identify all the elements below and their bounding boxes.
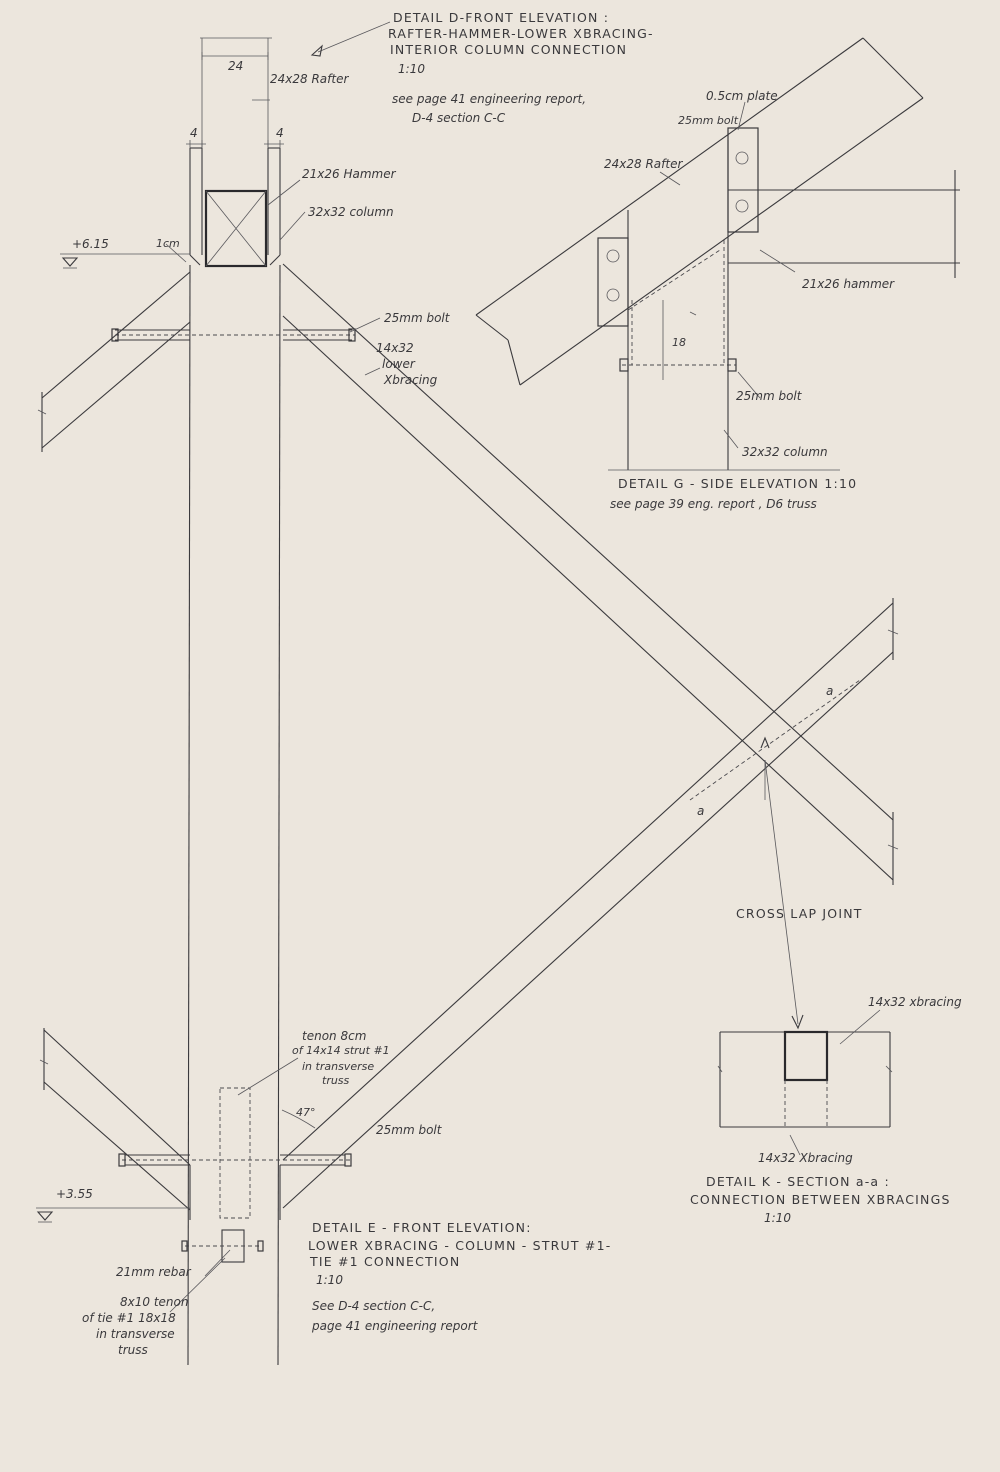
detail-e-note-2: page 41 engineering report bbox=[311, 1319, 479, 1333]
bolt-lower bbox=[118, 1153, 352, 1167]
section-mark-a-upper: a bbox=[826, 684, 833, 698]
column-main bbox=[187, 264, 281, 1366]
detail-d-dim-width: 24 bbox=[228, 59, 243, 73]
detail-e-tenon-4: truss bbox=[322, 1074, 350, 1087]
detail-e-tie-3: in transverse bbox=[96, 1327, 175, 1341]
detail-k bbox=[717, 759, 893, 1156]
detail-k-title-1: DETAIL K - SECTION a-a : bbox=[706, 1174, 890, 1189]
detail-e-tenon-2: of 14x14 strut #1 bbox=[292, 1044, 390, 1057]
detail-d-title-1: DETAIL D-FRONT ELEVATION : bbox=[393, 10, 609, 25]
xbracing-ascending bbox=[282, 598, 899, 1209]
angle-arc bbox=[281, 1109, 316, 1129]
detail-d-hammer-label: 21x26 Hammer bbox=[302, 167, 397, 181]
detail-g bbox=[475, 37, 960, 471]
detail-d-note-2: D-4 section C-C bbox=[412, 111, 506, 125]
leader-lines-d bbox=[165, 21, 391, 376]
detail-e-bolt-label: 25mm bolt bbox=[376, 1123, 443, 1137]
detail-e-title-1: DETAIL E - FRONT ELEVATION: bbox=[312, 1220, 532, 1235]
detail-d-title-2: RAFTER-HAMMER-LOWER XBRACING- bbox=[388, 26, 654, 41]
level-marker-upper bbox=[60, 253, 190, 269]
detail-d-scale: 1:10 bbox=[398, 62, 425, 76]
tie-tenon bbox=[181, 1229, 264, 1263]
level-marker-lower bbox=[36, 1207, 190, 1223]
xbracing-right-upper bbox=[282, 263, 894, 881]
detail-g-note: see page 39 eng. report , D6 truss bbox=[610, 497, 817, 511]
detail-g-rafter-label: 24x28 Rafter bbox=[604, 157, 683, 171]
detail-g-hammer-label: 21x26 hammer bbox=[802, 277, 895, 291]
detail-k-bottom-label: 14x32 Xbracing bbox=[758, 1151, 853, 1165]
detail-e-tie-4: truss bbox=[118, 1343, 148, 1357]
detail-d-rafter-label: 24x28 Rafter bbox=[270, 72, 349, 86]
detail-e-tenon-1: tenon 8cm bbox=[302, 1029, 366, 1043]
detail-d-note-1: see page 41 engineering report, bbox=[392, 92, 586, 106]
hammer-section bbox=[204, 189, 268, 268]
detail-d-column-label: 32x32 column bbox=[308, 205, 394, 219]
detail-d-bracing-label-3: Xbracing bbox=[383, 373, 438, 387]
detail-d-dim-left: 4 bbox=[190, 126, 198, 140]
section-mark-a-lower: a bbox=[697, 804, 704, 818]
detail-d-title-3: INTERIOR COLUMN CONNECTION bbox=[390, 42, 627, 57]
detail-k-title-2: CONNECTION BETWEEN XBRACINGS bbox=[690, 1192, 951, 1207]
detail-d-bracing-label-1: 14x32 bbox=[376, 341, 414, 355]
detail-e-level-label: +3.55 bbox=[56, 1187, 93, 1201]
detail-g-bolt-top-label: 25mm bolt bbox=[678, 114, 739, 127]
detail-d-bracing-label-2: lower bbox=[382, 357, 416, 371]
detail-g-bolt-bottom-label: 25mm bolt bbox=[736, 389, 803, 403]
detail-e-angle: 47° bbox=[296, 1106, 316, 1119]
detail-g-column-label: 32x32 column bbox=[742, 445, 828, 459]
detail-d-bolt-label: 25mm bolt bbox=[384, 311, 451, 325]
detail-d-gap-label: 1cm bbox=[156, 237, 180, 250]
column-head bbox=[186, 140, 284, 266]
detail-k-scale: 1:10 bbox=[764, 1211, 791, 1225]
detail-d-level-label: +6.15 bbox=[72, 237, 109, 251]
section-marks bbox=[689, 679, 861, 801]
bolt-upper bbox=[111, 328, 356, 342]
detail-e-title-3: TIE #1 CONNECTION bbox=[309, 1254, 460, 1269]
strut-tenon bbox=[219, 1087, 251, 1219]
xbracing-left-upper bbox=[37, 271, 191, 452]
leader-lines-e bbox=[169, 1057, 299, 1313]
rafter-top bbox=[200, 37, 272, 150]
xbracing-left-lower bbox=[39, 1028, 345, 1220]
detail-e-note-1: See D-4 section C-C, bbox=[312, 1299, 435, 1313]
detail-e-tie-2: of tie #1 18x18 bbox=[82, 1311, 176, 1325]
detail-e-scale: 1:10 bbox=[316, 1273, 343, 1287]
detail-g-plate-label: 0.5cm plate bbox=[706, 89, 778, 103]
detail-e-tie-1: 8x10 tenon bbox=[120, 1295, 188, 1309]
detail-e-title-2: LOWER XBRACING - COLUMN - STRUT #1- bbox=[308, 1238, 611, 1253]
detail-d-dim-right: 4 bbox=[276, 126, 284, 140]
cross-lap-label: CROSS LAP JOINT bbox=[736, 906, 863, 921]
detail-g-dim-label: 18 bbox=[672, 336, 686, 349]
detail-e-tenon-3: in transverse bbox=[302, 1060, 374, 1073]
detail-e-rebar-label: 21mm rebar bbox=[116, 1265, 192, 1279]
detail-k-top-label: 14x32 xbracing bbox=[868, 995, 962, 1009]
detail-g-title: DETAIL G - SIDE ELEVATION 1:10 bbox=[618, 476, 857, 491]
